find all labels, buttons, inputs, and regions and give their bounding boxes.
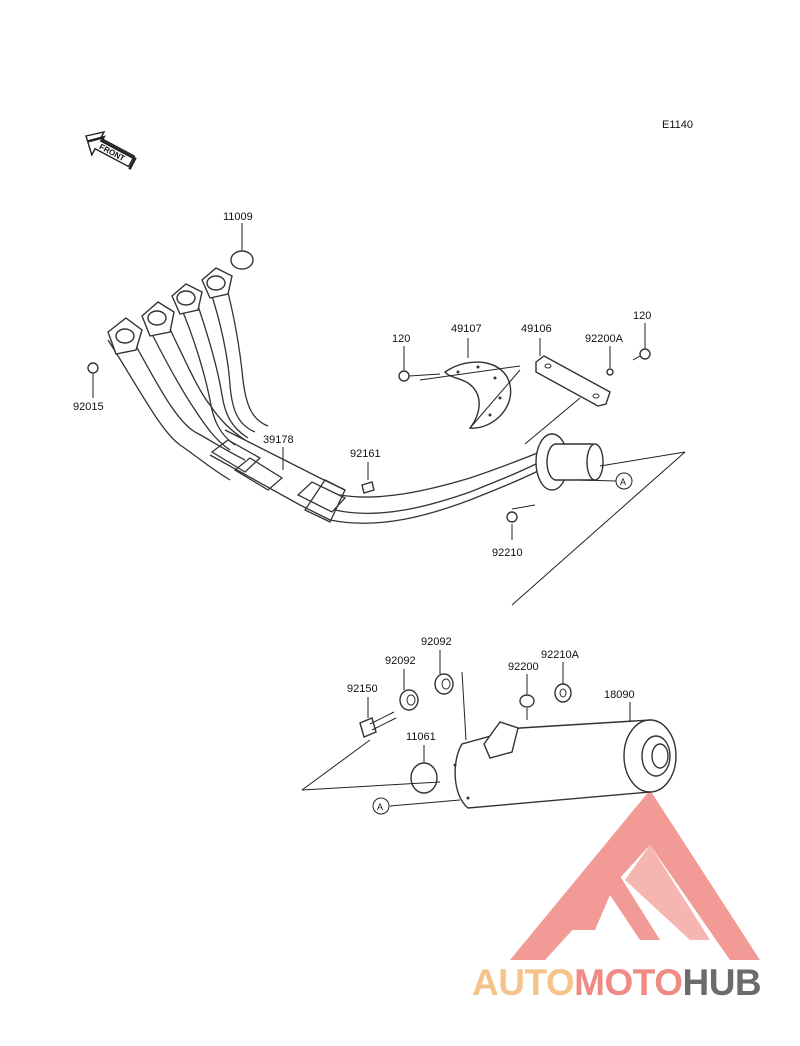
part-label-92161: 92161	[350, 448, 381, 460]
front-direction-arrow-icon: FRONT	[85, 130, 137, 170]
part-label-92092: 92092	[385, 655, 416, 667]
part-label-92200: 92200	[508, 661, 539, 673]
watermark-text-moto: MOTO	[574, 962, 683, 1003]
part-label-11061: 11061	[406, 731, 436, 743]
clip-92161-icon	[361, 481, 375, 494]
muffler-joint-flange-icon	[535, 433, 604, 491]
nut-92210-icon	[506, 511, 518, 523]
part-label-92210: 92210	[492, 547, 523, 559]
watermark-text-hub: HUB	[682, 962, 762, 1003]
part-label-49107: 49107	[451, 323, 482, 335]
ref-marker-a-upper-label: A	[620, 477, 626, 487]
collar-92092-top-icon	[434, 673, 454, 695]
part-label-92210A: 92210A	[541, 649, 580, 661]
header-flanges	[107, 267, 233, 355]
part-label-92150: 92150	[347, 683, 378, 695]
part-label-18090: 18090	[604, 689, 635, 701]
washer-92200A-icon	[606, 368, 614, 376]
nut-92210A-icon	[554, 683, 572, 703]
exhaust-header-pipes	[107, 284, 541, 524]
part-label-120-left: 120	[392, 333, 410, 345]
watermark-logo-icon	[510, 790, 760, 960]
washer-92200-icon	[519, 694, 535, 708]
ref-marker-a-upper	[615, 472, 633, 490]
part-label-11009: 11009	[223, 211, 253, 223]
heat-shield-49107-icon	[443, 361, 512, 429]
part-label-120-right: 120	[633, 310, 651, 322]
part-label-92092-top: 92092	[421, 636, 452, 648]
bolt-120-right-icon	[632, 348, 651, 361]
part-label-92200A: 92200A	[585, 333, 624, 345]
bolt-120-left-icon	[398, 370, 441, 382]
watermark-text-auto: AUTO	[472, 962, 575, 1003]
diagram-code: E1140	[662, 119, 693, 131]
ref-marker-a-lower-label: A	[377, 802, 383, 812]
part-label-92015: 92015	[73, 401, 104, 413]
nut-92015-icon	[87, 362, 99, 374]
bracket-49106-icon	[535, 355, 611, 407]
gasket-11061-icon	[410, 762, 438, 794]
muffler-18090-icon	[453, 719, 677, 809]
part-label-49106: 49106	[521, 323, 552, 335]
watermark-text: AUTOMOTOHUB	[472, 962, 762, 1004]
bolt-92150-icon	[359, 711, 397, 738]
part-label-39178: 39178	[263, 434, 294, 446]
ref-marker-a-lower	[372, 797, 390, 815]
grommet-92092-icon	[399, 689, 419, 711]
gasket-11009-icon	[230, 250, 254, 270]
